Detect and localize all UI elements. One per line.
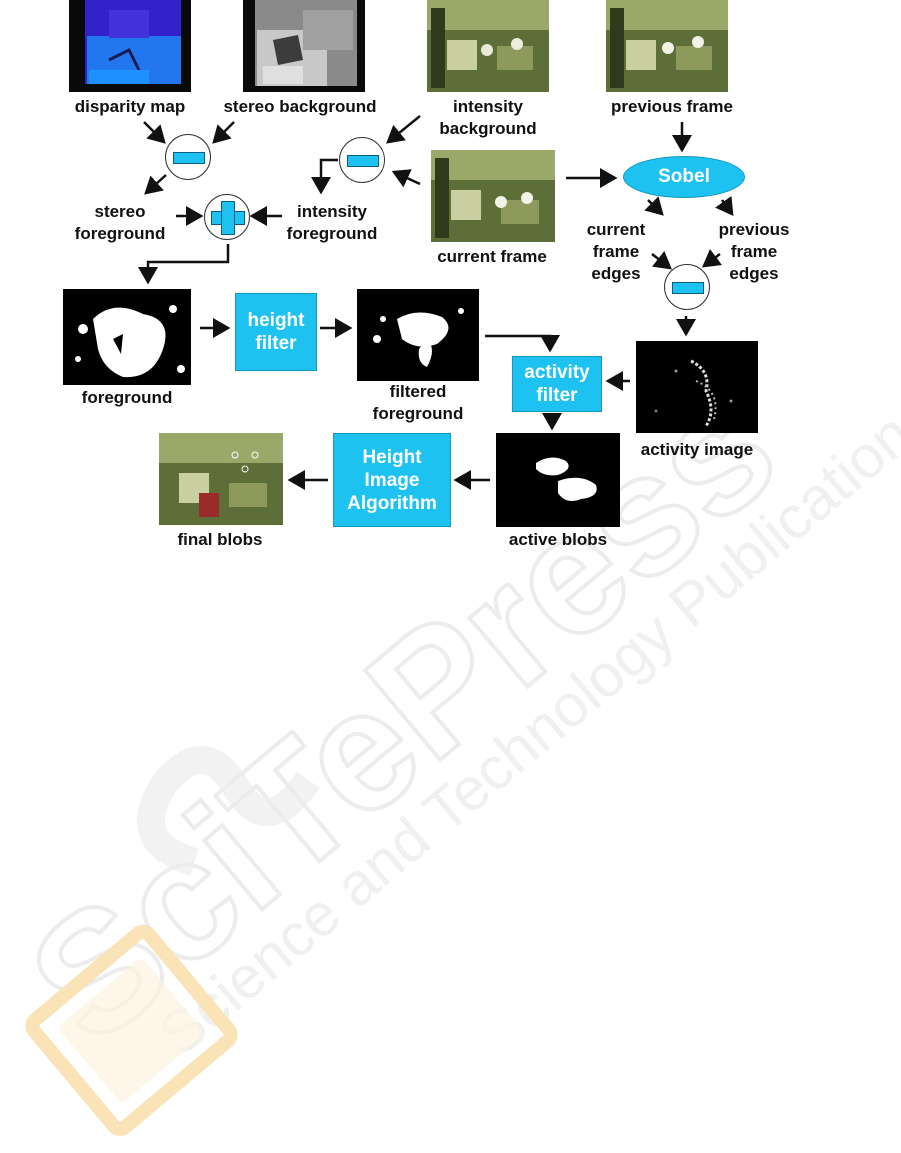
label-previous-frame-edges: previous frame edges: [718, 220, 790, 283]
current-frame-graphic: [431, 150, 555, 242]
sobel-ellipse: Sobel: [623, 156, 745, 198]
stereo-background-image: [243, 0, 365, 92]
arrow-prevedges-to-minus: [702, 249, 722, 268]
arrow-intbg-to-minus: [386, 115, 421, 144]
intensity-background-graphic: [427, 0, 549, 92]
filtered-foreground-graphic: [373, 308, 464, 367]
minus-icon: [672, 282, 704, 294]
label-stereo-background: stereo background: [223, 97, 377, 116]
intensity-background-image: [427, 0, 549, 92]
active-blobs-graphic: [536, 457, 597, 501]
arrow-stereobg-to-minus: [212, 121, 235, 144]
arrow-current-to-minus: [391, 169, 421, 188]
disparity-map-image: [69, 0, 191, 92]
label-current-frame-edges: current frame edges: [586, 220, 646, 283]
label-final-blobs: final blobs: [177, 530, 263, 549]
current-frame-image: [431, 150, 555, 242]
arrow-plus-to-foreground: [138, 244, 230, 285]
label-filtered-foreground: filtered foreground: [372, 382, 464, 423]
active-blobs-image: [496, 433, 620, 527]
arrow-sobel-to-prevedges: [715, 195, 734, 217]
disparity-map-graphic: [85, 0, 181, 84]
label-current-frame: current frame: [437, 247, 547, 266]
label-foreground: foreground: [81, 388, 173, 407]
minus-icon: [347, 155, 379, 167]
activity-image-image: [636, 341, 758, 433]
arrow-sobel-to-curedges: [644, 196, 664, 216]
arrow-minus-to-intfg: [311, 158, 338, 195]
label-stereo-foreground: stereo foreground: [74, 202, 166, 243]
label-disparity-map: disparity map: [74, 97, 186, 116]
label-active-blobs: active blobs: [508, 530, 608, 549]
subtract-intensity-operator: [339, 137, 385, 183]
activity-image-graphic: [654, 359, 733, 427]
previous-frame-image: [606, 0, 728, 92]
label-intensity-background: intensity background: [439, 97, 537, 138]
stereo-background-graphic: [255, 0, 357, 86]
filtered-foreground-image: [357, 289, 479, 381]
minus-icon: [173, 152, 205, 164]
foreground-graphic: [75, 305, 185, 378]
height-image-algorithm-box: Height Image Algorithm: [333, 433, 451, 527]
label-intensity-foreground: intensity foreground: [286, 202, 378, 243]
plus-icon-center: [222, 212, 234, 224]
final-blobs-graphic: [159, 433, 283, 525]
final-blobs-image: [159, 433, 283, 525]
height-filter-box: height filter: [235, 293, 317, 371]
arrow-disparity-to-minus: [143, 121, 166, 144]
arrow-filtered-to-activityfilter: [485, 334, 560, 353]
foreground-image: [63, 289, 191, 385]
label-previous-frame: previous frame: [611, 97, 733, 116]
previous-frame-graphic: [606, 0, 728, 92]
subtract-stereo-operator: [165, 134, 211, 180]
arrow-minus-to-stereofg: [144, 174, 167, 195]
label-activity-image: activity image: [640, 440, 754, 459]
add-operator: [204, 194, 250, 240]
subtract-edges-operator: [664, 264, 710, 310]
arrow-curedges-to-minus: [651, 250, 672, 270]
activity-filter-box: activity filter: [512, 356, 602, 412]
